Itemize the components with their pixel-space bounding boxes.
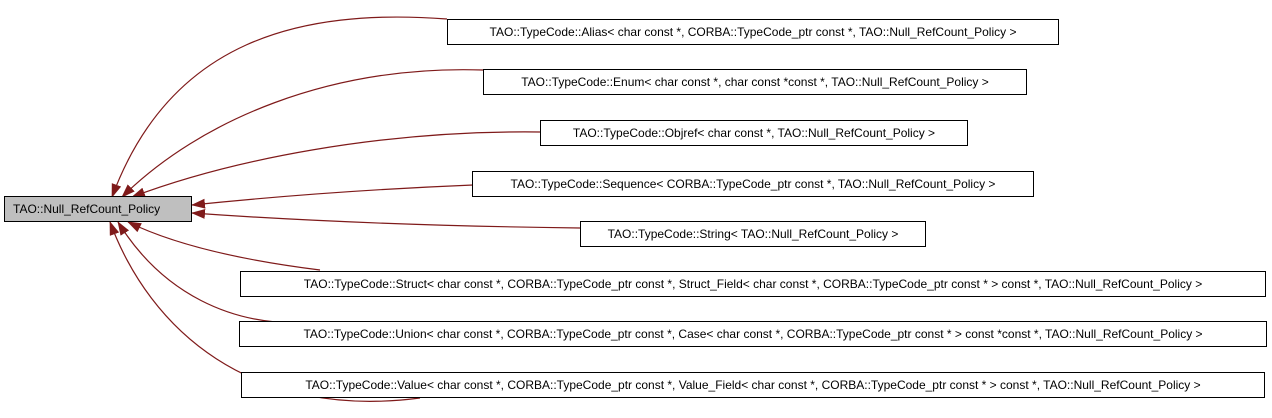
edge-enum — [121, 69, 484, 198]
edge-string — [191, 208, 581, 229]
node-typecode-struct[interactable]: TAO::TypeCode::Struct< char const *, COR… — [240, 271, 1266, 297]
node-null-refcount-policy[interactable]: TAO::Null_RefCount_Policy — [4, 196, 192, 222]
node-typecode-string[interactable]: TAO::TypeCode::String< TAO::Null_RefCoun… — [580, 221, 926, 247]
edge-struct — [127, 221, 321, 271]
node-typecode-value[interactable]: TAO::TypeCode::Value< char const *, CORB… — [241, 372, 1265, 398]
node-typecode-sequence[interactable]: TAO::TypeCode::Sequence< CORBA::TypeCode… — [472, 171, 1034, 197]
edge-alias — [111, 16, 448, 198]
node-typecode-objref[interactable]: TAO::TypeCode::Objref< char const *, TAO… — [540, 120, 968, 146]
node-typecode-union[interactable]: TAO::TypeCode::Union< char const *, CORB… — [239, 321, 1267, 347]
edge-objref — [131, 131, 541, 198]
edge-sequence — [191, 184, 474, 209]
edge-value — [109, 221, 421, 402]
node-typecode-enum[interactable]: TAO::TypeCode::Enum< char const *, char … — [483, 69, 1027, 95]
node-typecode-alias[interactable]: TAO::TypeCode::Alias< char const *, CORB… — [447, 19, 1059, 45]
